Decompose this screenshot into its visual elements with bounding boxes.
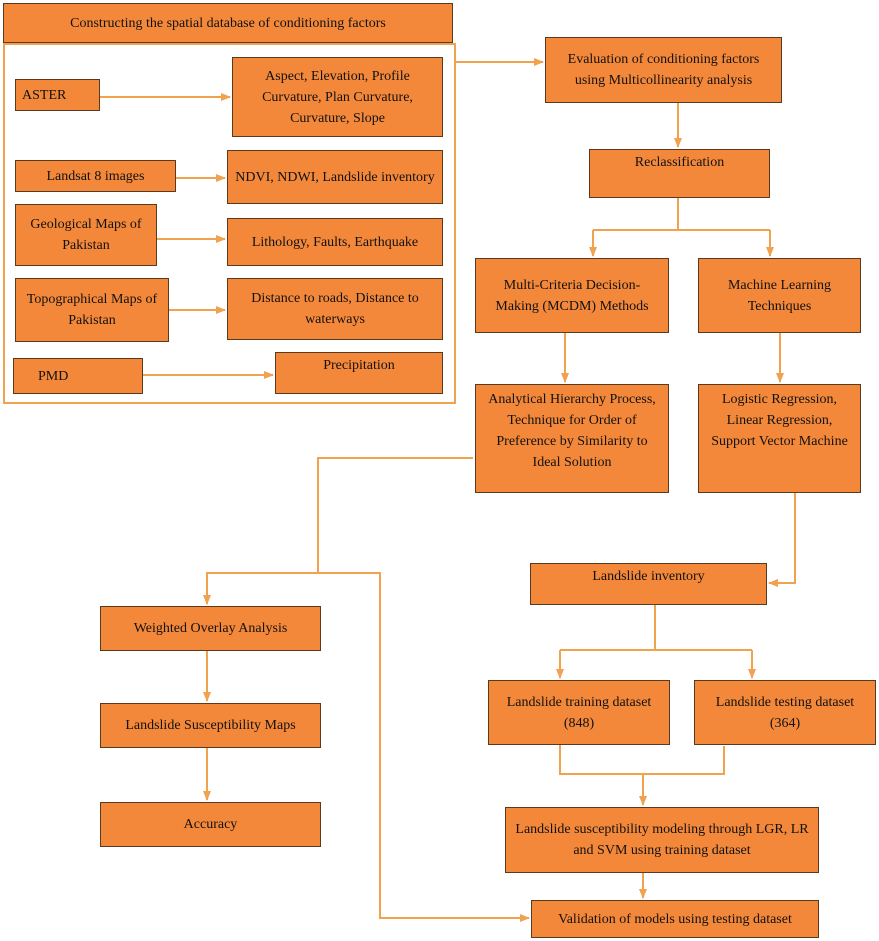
training-label: Landslide training dataset (848) xyxy=(506,694,652,731)
dist-box: Distance to roads, Distance to waterways xyxy=(227,278,443,340)
litho-label: Lithology, Faults, Earthquake xyxy=(251,234,419,250)
accuracy-box: Accuracy xyxy=(100,802,321,847)
aster-label: ASTER xyxy=(22,87,67,103)
validation-label: Validation of models using testing datas… xyxy=(558,911,792,927)
inventory-label: Landslide inventory xyxy=(592,569,705,584)
pmd-box: PMD xyxy=(13,358,143,394)
database-frame xyxy=(3,43,456,404)
aster-box: ASTER xyxy=(15,79,100,111)
modeling-box: Landslide susceptibility modeling throug… xyxy=(505,807,819,873)
training-box: Landslide training dataset (848) xyxy=(488,680,670,745)
arrow-inventory-split xyxy=(560,605,752,651)
wover-box: Weighted Overlay Analysis xyxy=(100,606,321,651)
mcdm-label: Multi-Criteria Decision-Making (MCDM) Me… xyxy=(495,277,649,314)
ml-label: Machine Learning Techniques xyxy=(727,277,831,314)
terrain-label: Aspect, Elevation, Profile Curvature, Pl… xyxy=(262,68,413,126)
arrow-ahp-to-validation xyxy=(318,572,530,922)
landsat-label: Landsat 8 images xyxy=(46,168,145,184)
precip-box: Precipitation xyxy=(275,352,443,394)
ahp-label: Analytical Hierarchy Process, Technique … xyxy=(488,392,656,470)
reclass-label: Reclassification xyxy=(634,155,725,170)
testing-box: Landslide testing dataset (364) xyxy=(694,680,876,745)
dist-label: Distance to roads, Distance to waterways xyxy=(251,291,419,327)
eval-box: Evaluation of conditioning factors using… xyxy=(545,37,782,103)
geo-box: Geological Maps of Pakistan xyxy=(15,204,157,266)
landsat-box: Landsat 8 images xyxy=(15,160,176,192)
eval-label: Evaluation of conditioning factors using… xyxy=(567,52,760,88)
ndvi-label: NDVI, NDWI, Landslide inventory xyxy=(235,169,435,185)
mcdm-box: Multi-Criteria Decision-Making (MCDM) Me… xyxy=(475,258,669,333)
ml-box: Machine Learning Techniques xyxy=(698,258,861,333)
pmd-label: PMD xyxy=(38,368,69,384)
litho-box: Lithology, Faults, Earthquake xyxy=(227,218,443,266)
header-label: Constructing the spatial database of con… xyxy=(70,15,386,31)
accuracy-label: Accuracy xyxy=(183,817,238,832)
ndvi-box: NDVI, NDWI, Landslide inventory xyxy=(227,150,443,204)
inventory-box: Landslide inventory xyxy=(530,563,767,605)
lgr-box: Logistic Regression, Linear Regression, … xyxy=(698,384,861,493)
modeling-label: Landslide susceptibility modeling throug… xyxy=(515,822,809,858)
terrain-box: Aspect, Elevation, Profile Curvature, Pl… xyxy=(232,57,443,137)
wover-label: Weighted Overlay Analysis xyxy=(133,621,288,636)
lsm-box: Landslide Susceptibility Maps xyxy=(100,703,321,748)
header-box: Constructing the spatial database of con… xyxy=(3,3,453,43)
lsm-label: Landslide Susceptibility Maps xyxy=(125,718,296,733)
topo-label: Topographical Maps of Pakistan xyxy=(26,292,158,328)
arrow-ahp-to-wover xyxy=(203,457,473,605)
arrow-datasets-merge xyxy=(559,745,725,805)
arrow-lgr-to-inventory xyxy=(768,493,796,587)
lgr-label: Logistic Regression, Linear Regression, … xyxy=(711,392,848,449)
arrow-reclass-split xyxy=(593,198,770,231)
topo-box: Topographical Maps of Pakistan xyxy=(15,278,169,342)
geo-label: Geological Maps of Pakistan xyxy=(30,217,142,253)
validation-box: Validation of models using testing datas… xyxy=(531,900,819,938)
reclass-box: Reclassification xyxy=(589,149,770,198)
ahp-box: Analytical Hierarchy Process, Technique … xyxy=(475,384,669,493)
testing-label: Landslide testing dataset (364) xyxy=(715,694,855,731)
precip-label: Precipitation xyxy=(323,358,395,373)
